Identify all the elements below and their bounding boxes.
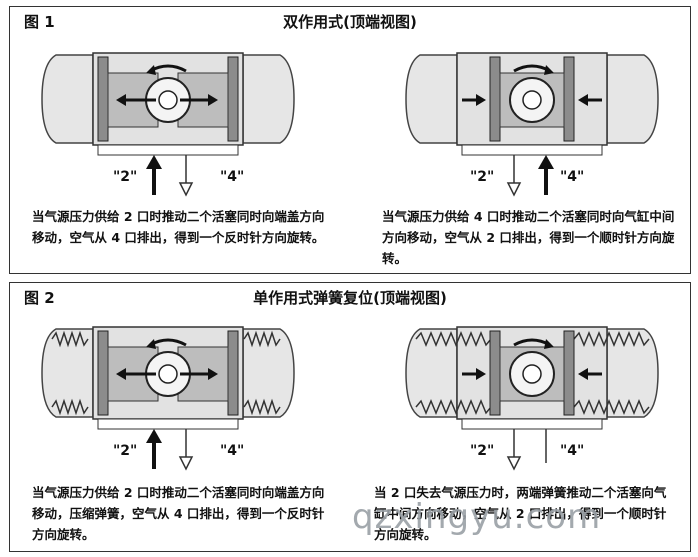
caption-fig2-left: 当气源压力供给 2 口时推动二个活塞同时向端盖方向移动，压缩弹簧，空气从 4 口… bbox=[32, 485, 325, 542]
port-arrows-left-top bbox=[146, 155, 194, 197]
figure-1-title: 双作用式(顶端视图) bbox=[283, 13, 417, 31]
figure-2-panel: 图 2 单作用式弹簧复位(顶端视图) "2" "4" 当气源压力供给 2 口 bbox=[9, 282, 691, 552]
port-arrows-left-bottom bbox=[146, 429, 194, 471]
port-2-label: "2" bbox=[113, 169, 138, 185]
figure-2-title: 单作用式弹簧复位(顶端视图) bbox=[253, 289, 447, 307]
port-arrows-right-top bbox=[506, 155, 554, 197]
port-2-label: "2" bbox=[470, 443, 495, 459]
figure-1-label: 图 1 bbox=[24, 13, 55, 31]
caption-fig1-left: 当气源压力供给 2 口时推动二个活塞同时向端盖方向移动，空气从 4 口排出，得到… bbox=[32, 209, 325, 245]
actuator-spring-outward bbox=[41, 326, 295, 430]
port-4-label: "4" bbox=[220, 169, 245, 185]
figure-1-panel: 图 1 双作用式(顶端视图) "2" "4" 当气源压力供给 2 口时推动二个活… bbox=[9, 6, 691, 274]
actuator-double-inward bbox=[405, 52, 659, 156]
actuator-spring-inward bbox=[405, 326, 659, 430]
port-4-label: "4" bbox=[560, 169, 585, 185]
actuator-double-outward bbox=[41, 52, 295, 156]
port-2-label: "2" bbox=[470, 169, 495, 185]
spring-icon bbox=[51, 330, 281, 416]
port-4-label: "4" bbox=[560, 443, 585, 459]
figure-2-label: 图 2 bbox=[24, 289, 55, 307]
watermark-text: qzxingyu.com bbox=[352, 497, 602, 537]
caption-fig1-right: 当气源压力供给 4 口时推动二个活塞同时向气缸中间方向移动，空气从 2 口排出，… bbox=[382, 209, 675, 266]
port-arrows-right-bottom bbox=[506, 429, 547, 471]
caption-fig2-right: 当 2 口失去气源压力时，两端弹簧推动二个活塞向气缸中间方向移动，空气从 2 口… bbox=[374, 485, 667, 542]
port-2-label: "2" bbox=[113, 443, 138, 459]
spring-icon bbox=[415, 331, 650, 415]
port-4-label: "4" bbox=[220, 443, 245, 459]
